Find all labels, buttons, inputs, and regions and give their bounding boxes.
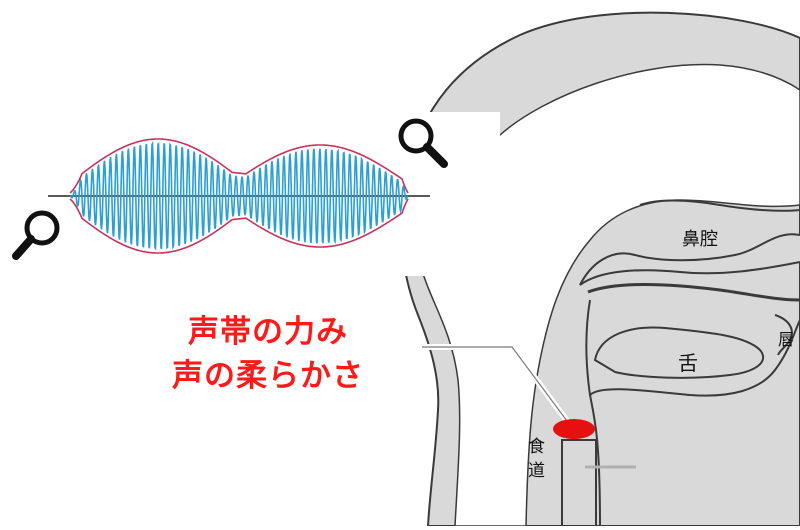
headline-line-1: 声帯の力み [138,310,398,354]
tongue-label: 舌 [678,351,698,375]
lips-label: 唇 [778,330,794,349]
vocal-cords [553,419,595,439]
esophagus [562,440,596,526]
nasal-cavity-label: 鼻腔 [682,229,718,250]
headline-line-2: 声の柔らかさ [138,354,398,398]
esophagus-label-2: 道 [528,461,545,481]
headline: 声帯の力み 声の柔らかさ [138,310,398,398]
magnifier-icon [16,213,57,256]
esophagus-label-1: 食 [528,437,545,457]
